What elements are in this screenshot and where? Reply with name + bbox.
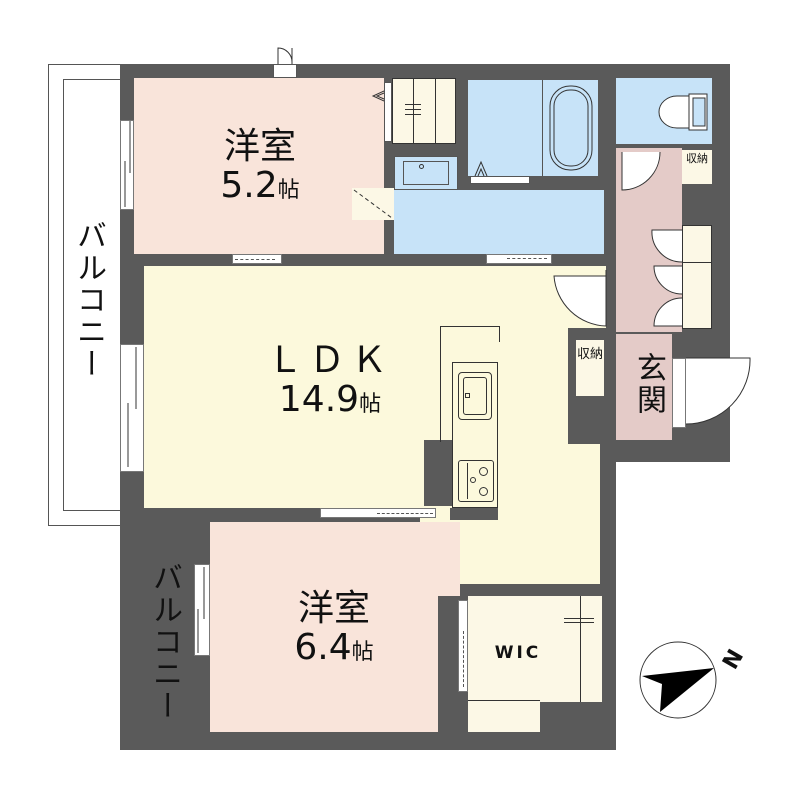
storage-label: 収納: [686, 152, 708, 165]
wic-label: WIC: [494, 643, 542, 663]
room-area: 6.4帖: [294, 626, 374, 668]
front-door: [685, 357, 751, 425]
room-area: 5.2帖: [220, 164, 300, 206]
sink-icon: [458, 372, 492, 420]
compass-north-icon: [639, 641, 717, 719]
room-label-western-2: 洋室 6.4帖: [264, 588, 404, 668]
closet-room-1: [392, 78, 456, 144]
room-name: 洋室: [223, 126, 296, 167]
exterior-door-top: [277, 47, 293, 64]
shoe-closet-doors: [651, 229, 683, 327]
storage-hall: 収納: [682, 150, 712, 184]
entrance-label: 玄関: [631, 352, 666, 416]
kitchen-unit: [452, 362, 498, 508]
bathroom: [468, 80, 598, 176]
room-name: ＬＤＫ: [266, 340, 393, 381]
wic: [468, 596, 602, 702]
bath-door-symbol: [474, 160, 488, 177]
washbasin: [394, 156, 458, 190]
room-label-ldk: ＬＤＫ 14.9帖: [240, 340, 420, 420]
room-label-western-1: 洋室 5.2帖: [190, 126, 330, 206]
toilet-icon: [658, 93, 708, 131]
room-name: 洋室: [297, 588, 370, 629]
stove-icon: [458, 460, 494, 502]
bathtub-icon: [549, 85, 593, 171]
storage-kitchen-label: 収納: [576, 347, 603, 362]
toilet-door: [621, 151, 661, 191]
ldk-door: [553, 270, 607, 327]
balcony-upper: [48, 64, 122, 526]
shoe-closet: [682, 225, 712, 329]
closet-door-symbol: [371, 90, 385, 102]
balcony-label-upper: バルコニー: [71, 220, 106, 380]
balcony-label-lower: バルコニー: [147, 562, 182, 722]
room-area: 14.9帖: [278, 378, 382, 420]
entrance: [616, 334, 672, 440]
washroom-shelf: [352, 188, 394, 220]
washroom: [394, 190, 604, 254]
